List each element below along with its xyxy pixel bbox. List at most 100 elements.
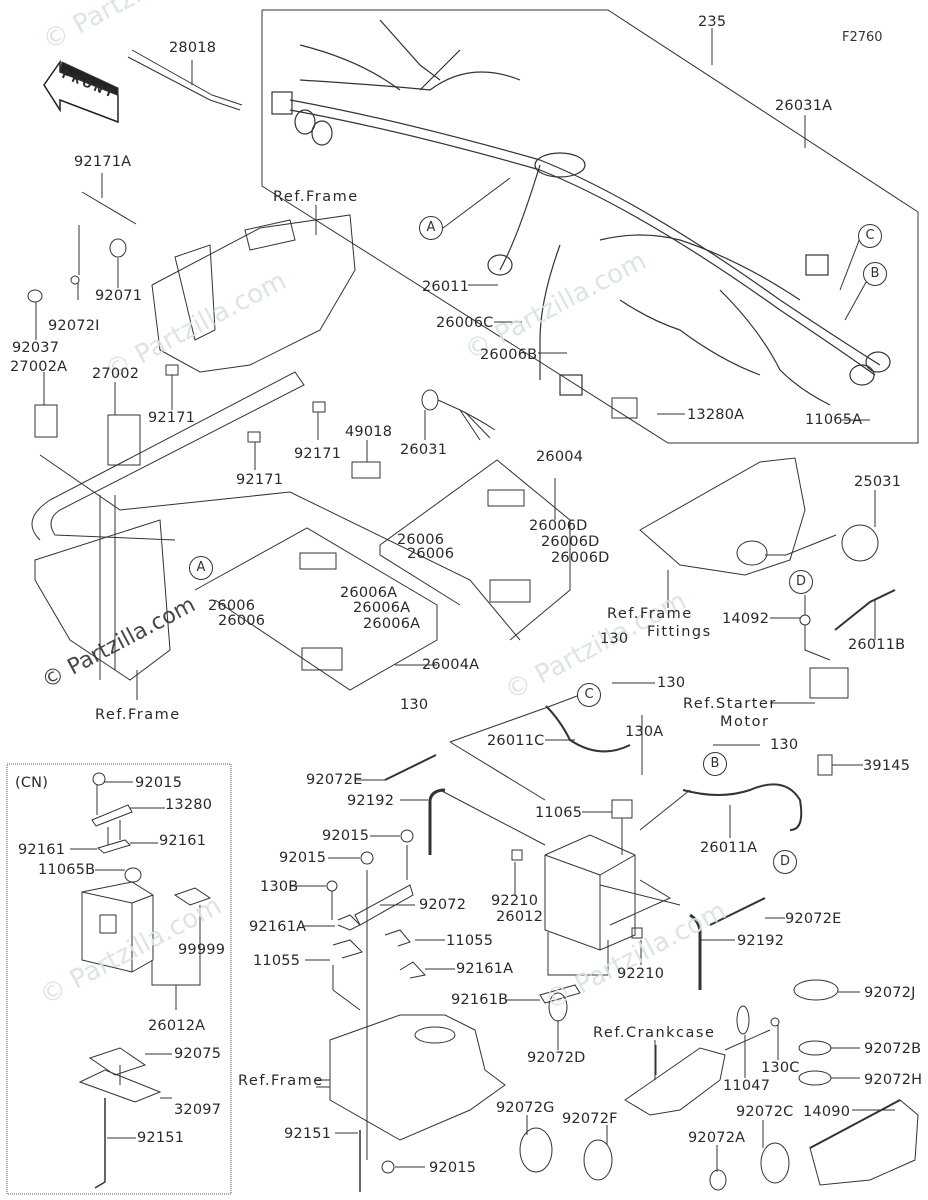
part-label[interactable]: 26006 — [208, 598, 256, 614]
part-label[interactable]: 11065 — [535, 805, 583, 821]
part-13280a — [611, 397, 638, 419]
part-label[interactable]: 92071 — [95, 288, 143, 304]
part-label[interactable]: 26006 — [397, 532, 445, 548]
part-label[interactable]: 26006D — [551, 550, 610, 566]
part-label[interactable]: 92171 — [294, 446, 342, 462]
part-label[interactable]: 92072H — [864, 1072, 923, 1088]
part-label[interactable]: 26012A — [148, 1018, 206, 1034]
part-label[interactable]: 92171A — [74, 154, 132, 170]
part-label[interactable]: 92015 — [322, 828, 370, 844]
part-label[interactable]: 26004 — [536, 449, 584, 465]
part-label[interactable]: 92161B — [451, 992, 509, 1008]
part-label[interactable]: 27002A — [10, 359, 68, 375]
part-label[interactable]: 92151 — [284, 1126, 332, 1142]
part-label[interactable]: 92072J — [864, 985, 916, 1001]
part-label[interactable]: 92192 — [737, 933, 785, 949]
part-92015-nut — [400, 829, 414, 843]
part-92015-nut — [360, 851, 374, 865]
part-label[interactable]: 92161A — [249, 919, 307, 935]
part-label[interactable]: 99999 — [178, 942, 226, 958]
front-arrow-icon — [43, 59, 119, 124]
part-label[interactable]: 14092 — [722, 611, 770, 627]
part-label[interactable]: 26006B — [480, 347, 538, 363]
part-label[interactable]: 26031A — [775, 98, 833, 114]
part-label[interactable]: 26006 — [407, 546, 455, 562]
ref-frame-fittings-label: Fittings — [647, 624, 712, 640]
part-label[interactable]: 11055 — [446, 933, 494, 949]
part-label[interactable]: 235 — [698, 14, 727, 30]
ref-frame-fittings-label: Ref.Frame — [607, 606, 693, 622]
part-label[interactable]: 92192 — [347, 793, 395, 809]
part-label[interactable]: 26006D — [541, 534, 600, 550]
part-label[interactable]: 26006A — [340, 585, 398, 601]
part-label[interactable]: 26011B — [848, 637, 906, 653]
part-label[interactable]: 130 — [600, 631, 629, 647]
part-label[interactable]: 11065B — [38, 862, 96, 878]
part-label[interactable]: 26006A — [363, 616, 421, 632]
part-label[interactable]: 92072 — [419, 897, 467, 913]
part-label[interactable]: 92210 — [491, 893, 539, 909]
part-label[interactable]: 26006A — [353, 600, 411, 616]
part-label[interactable]: 11055 — [253, 953, 301, 969]
part-label[interactable]: 27002 — [92, 366, 140, 382]
part-label[interactable]: 130 — [770, 737, 799, 753]
part-label[interactable]: 14090 — [803, 1104, 851, 1120]
part-label[interactable]: 130C — [761, 1060, 800, 1076]
part-label[interactable]: 92072E — [785, 911, 842, 927]
part-92210 — [511, 849, 523, 861]
part-label[interactable]: 49018 — [345, 424, 393, 440]
part-label[interactable]: 92075 — [174, 1046, 222, 1062]
part-11065-cap — [611, 799, 633, 819]
part-label[interactable]: 13280 — [165, 797, 213, 813]
frame-bottom-drawing — [315, 1014, 506, 1141]
part-label[interactable]: 92072I — [48, 318, 100, 334]
part-label[interactable]: 26011A — [700, 840, 758, 856]
part-label[interactable]: 92072E — [306, 772, 363, 788]
fusebox-26004a-base — [301, 647, 343, 671]
part-label[interactable]: 25031 — [854, 474, 902, 490]
part-92210 — [631, 927, 643, 939]
starter-motor-relay — [809, 667, 849, 699]
part-49018 — [351, 461, 381, 479]
part-label[interactable]: 92210 — [617, 966, 665, 982]
part-label[interactable]: 92072B — [864, 1041, 922, 1057]
part-label[interactable]: 32097 — [174, 1102, 222, 1118]
part-label[interactable]: 13280A — [687, 407, 745, 423]
part-label[interactable]: 92037 — [12, 340, 60, 356]
part-label[interactable]: 92015 — [429, 1160, 477, 1176]
part-label[interactable]: 11065A — [805, 412, 863, 428]
part-label[interactable]: 130B — [260, 879, 299, 895]
part-label[interactable]: 11047 — [723, 1078, 771, 1094]
part-label[interactable]: 92072F — [562, 1111, 618, 1127]
part-label[interactable]: 92161 — [18, 842, 66, 858]
part-label[interactable]: 92161 — [159, 833, 207, 849]
part-26031-harness — [421, 389, 496, 441]
part-label[interactable]: 130 — [400, 697, 429, 713]
part-label[interactable]: 92161A — [456, 961, 514, 977]
part-label[interactable]: 92015 — [135, 775, 183, 791]
ref-circle-c: C — [858, 224, 882, 248]
part-label[interactable]: 26011C — [487, 733, 545, 749]
part-label[interactable]: 92151 — [137, 1130, 185, 1146]
part-label[interactable]: 92171 — [236, 472, 284, 488]
part-label[interactable]: 26004A — [422, 657, 480, 673]
part-label[interactable]: 26006C — [436, 315, 494, 331]
part-label[interactable]: 92015 — [279, 850, 327, 866]
part-label[interactable]: 92171 — [148, 410, 196, 426]
part-label[interactable]: 92072A — [688, 1130, 746, 1146]
part-label[interactable]: 130A — [625, 724, 664, 740]
part-label[interactable]: 26006 — [218, 613, 266, 629]
part-label[interactable]: 92072C — [736, 1104, 794, 1120]
part-label[interactable]: 26006D — [529, 518, 588, 534]
part-label[interactable]: 92072D — [527, 1050, 586, 1066]
part-label[interactable]: 39145 — [863, 758, 911, 774]
part-label[interactable]: 28018 — [169, 40, 217, 56]
ref-circle-b: B — [703, 752, 727, 776]
part-92192-hose — [689, 913, 702, 990]
part-label[interactable]: 26031 — [400, 442, 448, 458]
part-label[interactable]: 26011 — [422, 279, 470, 295]
part-label[interactable]: 92072G — [496, 1100, 555, 1116]
part-label[interactable]: 130 — [657, 675, 686, 691]
part-label[interactable]: 26012 — [496, 909, 544, 925]
